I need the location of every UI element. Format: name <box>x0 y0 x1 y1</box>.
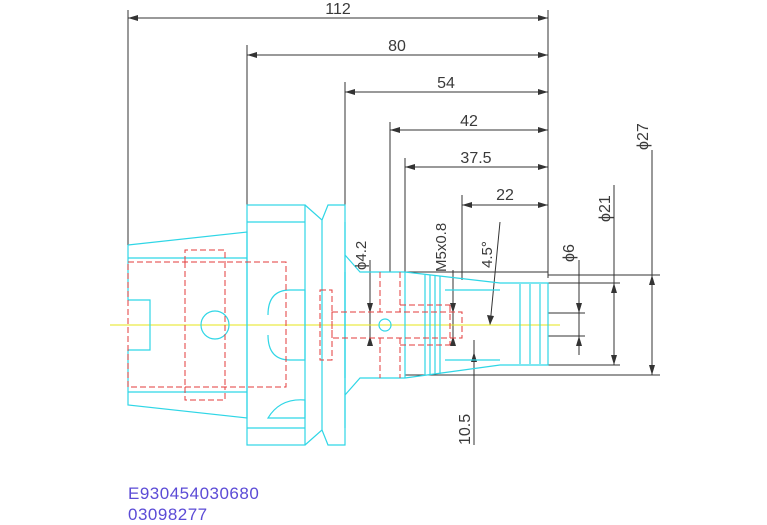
dim-phi6: ϕ6 <box>561 244 578 262</box>
order-code: 03098277 <box>128 505 208 524</box>
dim-37-5: 37.5 <box>460 150 491 167</box>
dim-angle: 4.5° <box>479 241 496 268</box>
arrowheads <box>128 15 655 375</box>
dim-54: 54 <box>437 75 455 92</box>
dim-42: 42 <box>460 113 478 130</box>
dim-22: 22 <box>496 187 514 204</box>
hidden-lines <box>127 249 463 401</box>
dim-112: 112 <box>325 1 351 18</box>
dimension-lines <box>127 10 660 445</box>
dim-phi21: ϕ21 <box>597 195 614 222</box>
part-code: E930454030680 <box>128 484 260 503</box>
dim-m5x0-8: M5x0.8 <box>433 223 450 272</box>
dim-phi27: ϕ27 <box>635 123 652 150</box>
dim-10-5: 10.5 <box>457 414 474 445</box>
dim-80: 80 <box>388 38 406 55</box>
dim-phi4-2: ϕ4.2 <box>353 241 370 270</box>
